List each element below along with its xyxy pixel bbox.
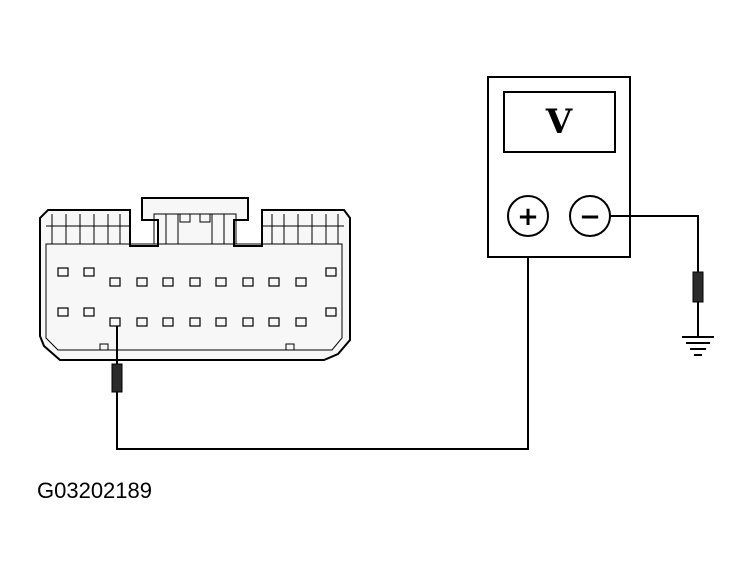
connector-pin (189, 317, 201, 327)
connector-pin (136, 277, 148, 287)
connector-slot (99, 343, 109, 351)
connector-pin (325, 267, 337, 277)
connector-pin (242, 277, 254, 287)
connector-pin (325, 307, 337, 317)
voltmeter: V + − (487, 76, 631, 258)
connector-pin (162, 277, 174, 287)
meter-unit-label: V (545, 102, 573, 142)
connector-inner-outline (45, 243, 343, 351)
latch-notch (179, 213, 191, 223)
connector-pin (242, 317, 254, 327)
ground-symbol-icon (682, 336, 714, 356)
latch-notch (199, 213, 211, 223)
connector-pin (109, 277, 121, 287)
ground-probe (692, 271, 704, 303)
connector-pin (83, 307, 95, 317)
connector-pin (268, 317, 280, 327)
positive-terminal-sign: + (517, 202, 539, 232)
connector-pin (57, 267, 69, 277)
positive-test-lead (111, 236, 529, 450)
back-probe (111, 363, 123, 393)
connector-pin (295, 317, 307, 327)
connector-pin-under-test (109, 317, 121, 327)
connector-slot (285, 343, 295, 351)
connector-latch-tab (153, 213, 237, 245)
meter-display (503, 91, 616, 153)
negative-terminal-sign: − (579, 202, 601, 232)
connector-body (39, 197, 351, 361)
connector-pin (189, 277, 201, 287)
negative-test-lead (610, 215, 704, 336)
connector-pin (57, 307, 69, 317)
connector-pin (83, 267, 95, 277)
figure-id: G03202189 (37, 478, 152, 503)
connector-pin (215, 277, 227, 287)
positive-terminal (507, 195, 549, 237)
lead-wire (116, 236, 529, 450)
connector-pin (162, 317, 174, 327)
connector-pin (215, 317, 227, 327)
connector-pin (268, 277, 280, 287)
wiring-connector (39, 197, 351, 361)
connector-pin (136, 317, 148, 327)
ground-lead-wire (610, 215, 699, 272)
connector-pin (295, 277, 307, 287)
